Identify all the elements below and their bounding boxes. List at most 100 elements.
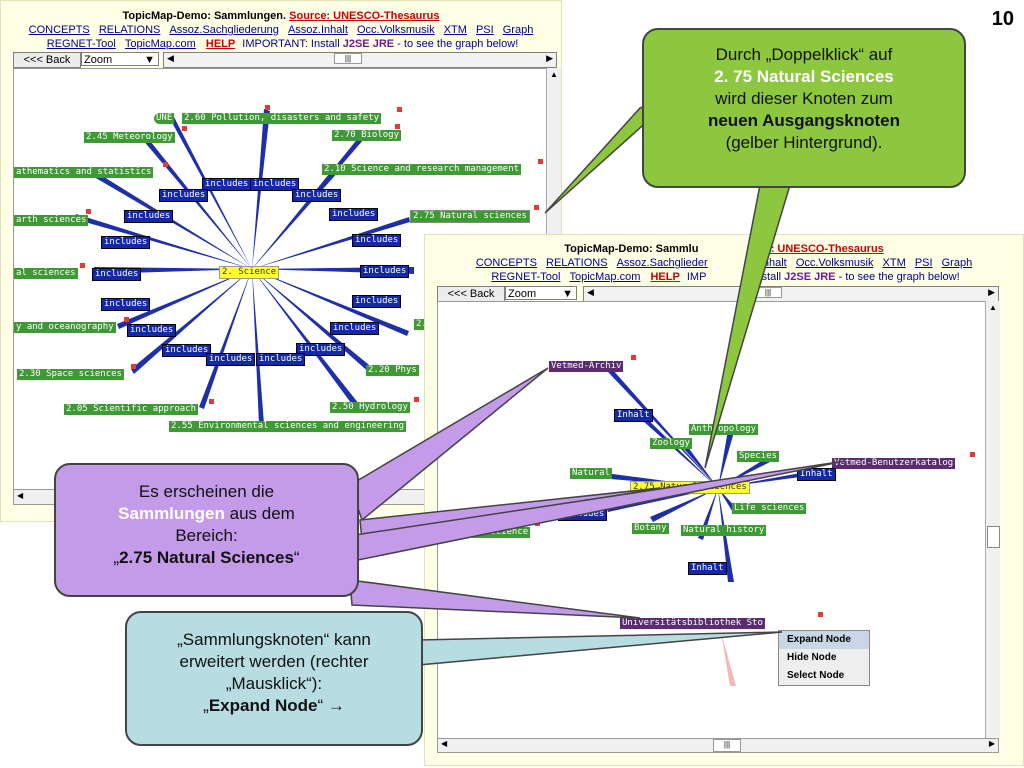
- menu-item-expand-node[interactable]: Expand Node: [779, 631, 869, 649]
- node-biology[interactable]: 2.70 Biology: [332, 130, 402, 141]
- nav-psi[interactable]: PSI: [914, 257, 933, 269]
- relation-includes[interactable]: includes: [202, 178, 252, 191]
- nav-assoz-sach[interactable]: Assoz.Sachgliederung: [169, 24, 279, 36]
- zoom-select[interactable]: Zoom▼: [81, 52, 159, 66]
- j2se-link[interactable]: J2SE JRE: [784, 271, 836, 283]
- relation-includes[interactable]: includes: [206, 353, 256, 366]
- node-inhalt-3[interactable]: Inhalt: [688, 562, 727, 575]
- node-marker-icon: [631, 355, 636, 360]
- node-includes[interactable]: includes: [558, 508, 608, 521]
- arrow-left-icon: ◀: [167, 53, 174, 63]
- node-science[interactable]: 2. Science: [472, 527, 531, 538]
- relation-includes[interactable]: includes: [127, 324, 177, 337]
- relation-includes[interactable]: includes: [296, 343, 346, 356]
- node-meteorology[interactable]: 2.45 Meteorology: [84, 132, 175, 143]
- node-social-sciences[interactable]: al sciences: [14, 268, 78, 279]
- relation-includes[interactable]: includes: [330, 322, 380, 335]
- front-vertical-scrollbar[interactable]: ▲: [985, 301, 1000, 737]
- node-vetmed-benutzerkatalog[interactable]: Vetmed-Benutzerkatalog: [832, 458, 956, 469]
- node-universitaetsbibliothek[interactable]: Universitätsbibliothek Sto: [620, 618, 765, 629]
- help-link[interactable]: HELP: [205, 38, 236, 50]
- node-natural-partial[interactable]: Natural: [570, 468, 612, 479]
- nav-xtm[interactable]: XTM: [443, 24, 467, 36]
- nav-xtm[interactable]: XTM: [882, 257, 906, 269]
- scroll-grip[interactable]: |||: [754, 287, 782, 298]
- nav-graph[interactable]: Graph: [502, 24, 534, 36]
- nav-assoz-sach[interactable]: Assoz.Sachglieder: [616, 257, 708, 269]
- back-button[interactable]: <<< Back: [437, 286, 505, 302]
- callout-sammlungen: Es erscheinen die Sammlungen aus dem Ber…: [54, 463, 359, 597]
- node-anthropology[interactable]: Anthropology: [689, 424, 759, 435]
- link-topicmap[interactable]: TopicMap.com: [124, 38, 196, 50]
- node-zoology[interactable]: Zoology: [650, 438, 692, 449]
- zoom-select[interactable]: Zoom▼: [505, 286, 577, 300]
- nav-occ-volksmusik[interactable]: Occ.Volksmusik: [795, 257, 874, 269]
- nav-concepts[interactable]: CONCEPTS: [475, 257, 537, 269]
- node-vetmed-archiv[interactable]: Vetmed-Archiv: [549, 361, 624, 372]
- arrow-up-icon: ▲: [989, 303, 997, 312]
- node-marker-icon: [818, 612, 823, 617]
- nav-graph[interactable]: Graph: [941, 257, 973, 269]
- node-center-science[interactable]: 2. Science: [219, 266, 280, 279]
- relation-includes[interactable]: includes: [360, 265, 410, 278]
- important-text: IMP: [686, 271, 707, 283]
- node-natural-history[interactable]: Natural history: [681, 525, 767, 536]
- menu-item-hide-node[interactable]: Hide Node: [787, 652, 837, 663]
- relation-includes[interactable]: includes: [124, 210, 174, 223]
- node-environmental[interactable]: 2.55 Environmental sciences and engineer…: [169, 421, 406, 432]
- relation-includes[interactable]: includes: [256, 353, 306, 366]
- back-button[interactable]: <<< Back: [13, 52, 81, 68]
- node-2-partial[interactable]: 2.: [414, 319, 429, 330]
- link-topicmap[interactable]: TopicMap.com: [569, 271, 641, 283]
- nav-assoz-inhalt[interactable]: Assoz.Inhalt: [287, 24, 348, 36]
- zoom-scrollbar[interactable]: ◀ ||| ▶: [583, 286, 999, 302]
- node-oceanography[interactable]: y and oceanography: [14, 322, 116, 333]
- nav-relations[interactable]: RELATIONS: [546, 257, 608, 269]
- scroll-thumb[interactable]: [987, 526, 1000, 548]
- zoom-scrollbar[interactable]: ◀ ||| ▶: [163, 52, 557, 68]
- relation-includes[interactable]: includes: [292, 189, 342, 202]
- nav-psi[interactable]: PSI: [475, 24, 494, 36]
- nav-occ-volksmusik[interactable]: Occ.Volksmusik: [356, 24, 435, 36]
- node-research-mgmt[interactable]: 2.10 Science and research management: [322, 164, 522, 175]
- nav-assoz-inhalt[interactable]: Inhalt: [759, 257, 787, 269]
- node-botany[interactable]: Botany: [632, 523, 669, 534]
- node-inhalt-2[interactable]: Inhalt: [797, 468, 836, 481]
- link-regnet[interactable]: REGNET-Tool: [46, 38, 116, 50]
- relation-includes[interactable]: includes: [352, 295, 402, 308]
- node-hydrology[interactable]: 2.50 Hydrology: [330, 402, 410, 413]
- j2se-link[interactable]: J2SE JRE: [342, 38, 395, 50]
- front-graph-canvas[interactable]: Vetmed-Archiv Inhalt Zoology Anthropolog…: [437, 301, 986, 739]
- relation-includes[interactable]: includes: [92, 268, 142, 281]
- nav-relations[interactable]: RELATIONS: [98, 24, 161, 36]
- relation-includes[interactable]: includes: [162, 344, 212, 357]
- node-physics[interactable]: 2.20 Phys: [366, 365, 419, 376]
- node-natural-sciences[interactable]: 2.75 Natural sciences: [410, 210, 530, 223]
- node-space-sciences[interactable]: 2.30 Space sciences: [17, 369, 124, 380]
- node-mathematics[interactable]: athematics and statistics: [14, 167, 154, 178]
- relation-includes[interactable]: includes: [159, 189, 209, 202]
- scroll-grip[interactable]: |||: [713, 739, 741, 752]
- help-link[interactable]: HELP: [650, 271, 680, 283]
- back-source-link[interactable]: Source: UNESCO-Thesaurus: [289, 10, 440, 22]
- node-pollution[interactable]: 2.60 Pollution, disasters and safety: [182, 113, 382, 124]
- node-scientific-approach[interactable]: 2.05 Scientific approach: [64, 404, 199, 415]
- front-horizontal-scrollbar[interactable]: ◀ ||| ▶: [437, 738, 999, 753]
- link-regnet[interactable]: REGNET-Tool: [491, 271, 561, 283]
- arrow-left-icon: ◀: [587, 287, 594, 297]
- node-life-sciences[interactable]: Life sciences: [732, 503, 807, 514]
- node-species[interactable]: Species: [737, 451, 779, 462]
- scroll-grip[interactable]: |||: [334, 53, 362, 64]
- relation-includes[interactable]: includes: [101, 236, 151, 249]
- node-une[interactable]: UNE: [154, 113, 175, 124]
- node-center-natural-sciences[interactable]: 2.75 Natural sciences: [630, 481, 750, 494]
- relation-includes[interactable]: includes: [352, 234, 402, 247]
- relation-includes[interactable]: includes: [101, 298, 151, 311]
- relation-includes[interactable]: includes: [250, 178, 300, 191]
- front-source-link[interactable]: ce: UNESCO-Thesaurus: [758, 243, 884, 255]
- node-inhalt-1[interactable]: Inhalt: [614, 409, 653, 422]
- menu-item-select-node[interactable]: Select Node: [787, 670, 845, 681]
- node-earth-sciences[interactable]: arth sciences: [14, 215, 89, 226]
- nav-concepts[interactable]: CONCEPTS: [28, 24, 90, 36]
- relation-includes[interactable]: includes: [329, 208, 379, 221]
